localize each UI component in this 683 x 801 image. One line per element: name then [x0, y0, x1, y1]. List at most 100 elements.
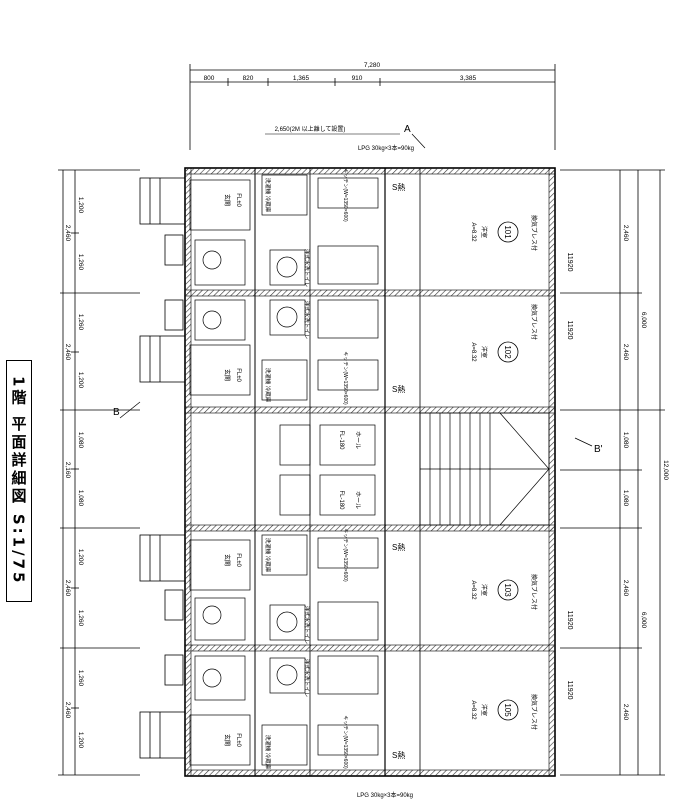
unit-103-fl: FL±0	[235, 553, 241, 567]
right-mid-dim-1: 6,000	[640, 312, 647, 329]
unit-105: FL±0 玄関 洗濯機 冷蔵庫 洋式水洗トイレ キッチン(W=1350×600)…	[189, 655, 573, 770]
unit-103-smoke: S熱	[392, 542, 405, 552]
unit-101-entrance: 玄関	[223, 194, 231, 206]
section-b-mark: B	[113, 407, 120, 418]
right-dimension-lines	[560, 169, 665, 776]
unit-105-number-circle	[497, 699, 519, 721]
entrance-steps	[139, 177, 186, 759]
unit-105-area: A=8.32	[470, 700, 476, 720]
unit-102-number: 102	[503, 345, 512, 359]
unit-102-dim: 11920	[566, 321, 573, 340]
left-inner-dim-8: 1,260	[77, 610, 84, 627]
unit-103-number: 103	[503, 583, 512, 597]
unit-103-number-circle	[497, 579, 519, 601]
unit-102-area: A=8.32	[470, 342, 476, 362]
gas-clearance-note: 2,650(2M 以上離して設置)	[275, 125, 346, 133]
left-inner-dim-5: 1,080	[77, 432, 84, 449]
unit-102-vent: 換気ブレス付	[530, 304, 538, 340]
building-walls	[184, 167, 556, 777]
left-outer-dim-3: 2,160	[64, 462, 71, 479]
left-inner-dim-1: 1,200	[77, 197, 84, 214]
unit-101-vent: 換気ブレス付	[530, 215, 538, 251]
unit-103: FL±0 玄関 洗濯機 冷蔵庫 洋式水洗トイレ キッチン(W=1350×600)…	[189, 528, 573, 645]
unit-105-room: 洋室	[480, 704, 488, 716]
unit-101-toilet: 洋式水洗トイレ	[303, 249, 311, 288]
unit-103-dim: 11920	[566, 611, 573, 630]
unit-102-washer: 洗濯機 冷蔵庫	[264, 368, 272, 403]
right-dim-6: 2,460	[622, 704, 629, 721]
unit-103-kitchen: キッチン(W=1350×600)	[342, 528, 348, 582]
hall-label-1: ホール	[354, 431, 361, 449]
unit-105-fl: FL±0	[235, 733, 241, 747]
top-overall-dim: 7,280	[364, 62, 381, 69]
top-dim-4: 910	[352, 75, 363, 82]
unit-105-toilet: 洋式水洗トイレ	[303, 659, 311, 698]
unit-101-number-circle	[497, 221, 519, 243]
top-dim-5: 3,385	[460, 75, 477, 82]
unit-105-kitchen: キッチン(W=1350×600)	[342, 715, 348, 769]
lpg-top-note: LPG 30kg×3本=90kg	[358, 144, 414, 152]
unit-101-number: 101	[503, 225, 512, 239]
left-inner-dim-3: 1,260	[77, 314, 84, 331]
drawing-title-box: 1階 平面詳細図 S:1/75	[6, 360, 32, 602]
lpg-bottom-note: LPG 30kg×3本=90kg	[357, 791, 413, 799]
stair-hall	[279, 412, 550, 526]
unit-102-entrance: 玄関	[223, 369, 231, 381]
right-dim-3: 1,080	[622, 432, 629, 449]
left-inner-dim-10: 1,200	[77, 732, 84, 749]
unit-103-entrance: 玄関	[223, 554, 231, 566]
left-outer-dim-4: 2,460	[64, 580, 71, 597]
left-inner-dim-7: 1,200	[77, 549, 84, 566]
left-outer-dim-2: 2,460	[64, 344, 71, 361]
unit-103-room: 洋室	[480, 584, 488, 596]
top-dimension-lines	[189, 64, 556, 150]
left-dimension-lines	[58, 169, 140, 776]
top-dim-3: 1,365	[293, 75, 310, 82]
unit-102-room: 洋室	[480, 346, 488, 358]
fl-hall-2: FL-180	[338, 490, 344, 510]
unit-105-number: 105	[503, 703, 512, 717]
unit-105-dim: 11920	[566, 681, 573, 700]
unit-101-fl: FL±0	[235, 193, 241, 207]
section-a-mark: A	[404, 124, 411, 135]
right-mid-dim-2: 6,000	[640, 612, 647, 629]
hall-label-2: ホール	[354, 491, 361, 509]
top-dim-2: 820	[243, 75, 254, 82]
unit-102-smoke: S熱	[392, 384, 405, 394]
left-inner-dim-9: 1,260	[77, 670, 84, 687]
unit-105-smoke: S熱	[392, 750, 405, 760]
left-inner-dim-2: 1,260	[77, 254, 84, 271]
right-dim-4: 1,080	[622, 490, 629, 507]
unit-103-area: A=8.32	[470, 580, 476, 600]
unit-101: FL±0 玄関 洗濯機 冷蔵庫 洋式水洗トイレ キッチン(W=1350×600)…	[189, 168, 573, 288]
unit-105-washer: 洗濯機 冷蔵庫	[264, 735, 272, 770]
unit-101-dim: 11920	[566, 253, 573, 272]
unit-101-smoke: S熱	[392, 182, 405, 192]
unit-101-kitchen: キッチン(W=1350×600)	[342, 168, 348, 222]
unit-102-fl: FL±0	[235, 368, 241, 382]
right-dim-1: 2,460	[622, 225, 629, 242]
unit-102-kitchen: キッチン(W=1350×600)	[342, 351, 348, 405]
unit-102-number-circle	[497, 341, 519, 363]
unit-105-vent: 換気ブレス付	[530, 694, 538, 730]
drawing-title: 1階 平面詳細図 S:1/75	[9, 376, 28, 586]
right-overall-dim: 12,000	[662, 460, 669, 480]
top-dim-1: 800	[204, 75, 215, 82]
unit-103-toilet: 洋式水洗トイレ	[303, 606, 311, 645]
left-inner-dim-4: 1,200	[77, 372, 84, 389]
right-dim-2: 2,460	[622, 344, 629, 361]
left-outer-dim-5: 2,460	[64, 702, 71, 719]
left-outer-dim-1: 2,460	[64, 225, 71, 242]
unit-101-washer: 洗濯機 冷蔵庫	[264, 178, 272, 213]
left-inner-dim-6: 1,080	[77, 490, 84, 507]
right-dim-5: 2,460	[622, 580, 629, 597]
unit-101-area: A=8.32	[470, 222, 476, 242]
section-b-prime-mark: B'	[594, 444, 603, 455]
unit-103-washer: 洗濯機 冷蔵庫	[264, 538, 272, 573]
unit-102-toilet: 洋式水洗トイレ	[303, 301, 311, 340]
unit-102: FL±0 玄関 洗濯機 冷蔵庫 洋式水洗トイレ キッチン(W=1350×600)…	[189, 299, 573, 405]
unit-103-vent: 換気ブレス付	[530, 574, 538, 610]
fl-hall-1: FL-180	[338, 430, 344, 450]
unit-105-entrance: 玄関	[223, 734, 231, 746]
